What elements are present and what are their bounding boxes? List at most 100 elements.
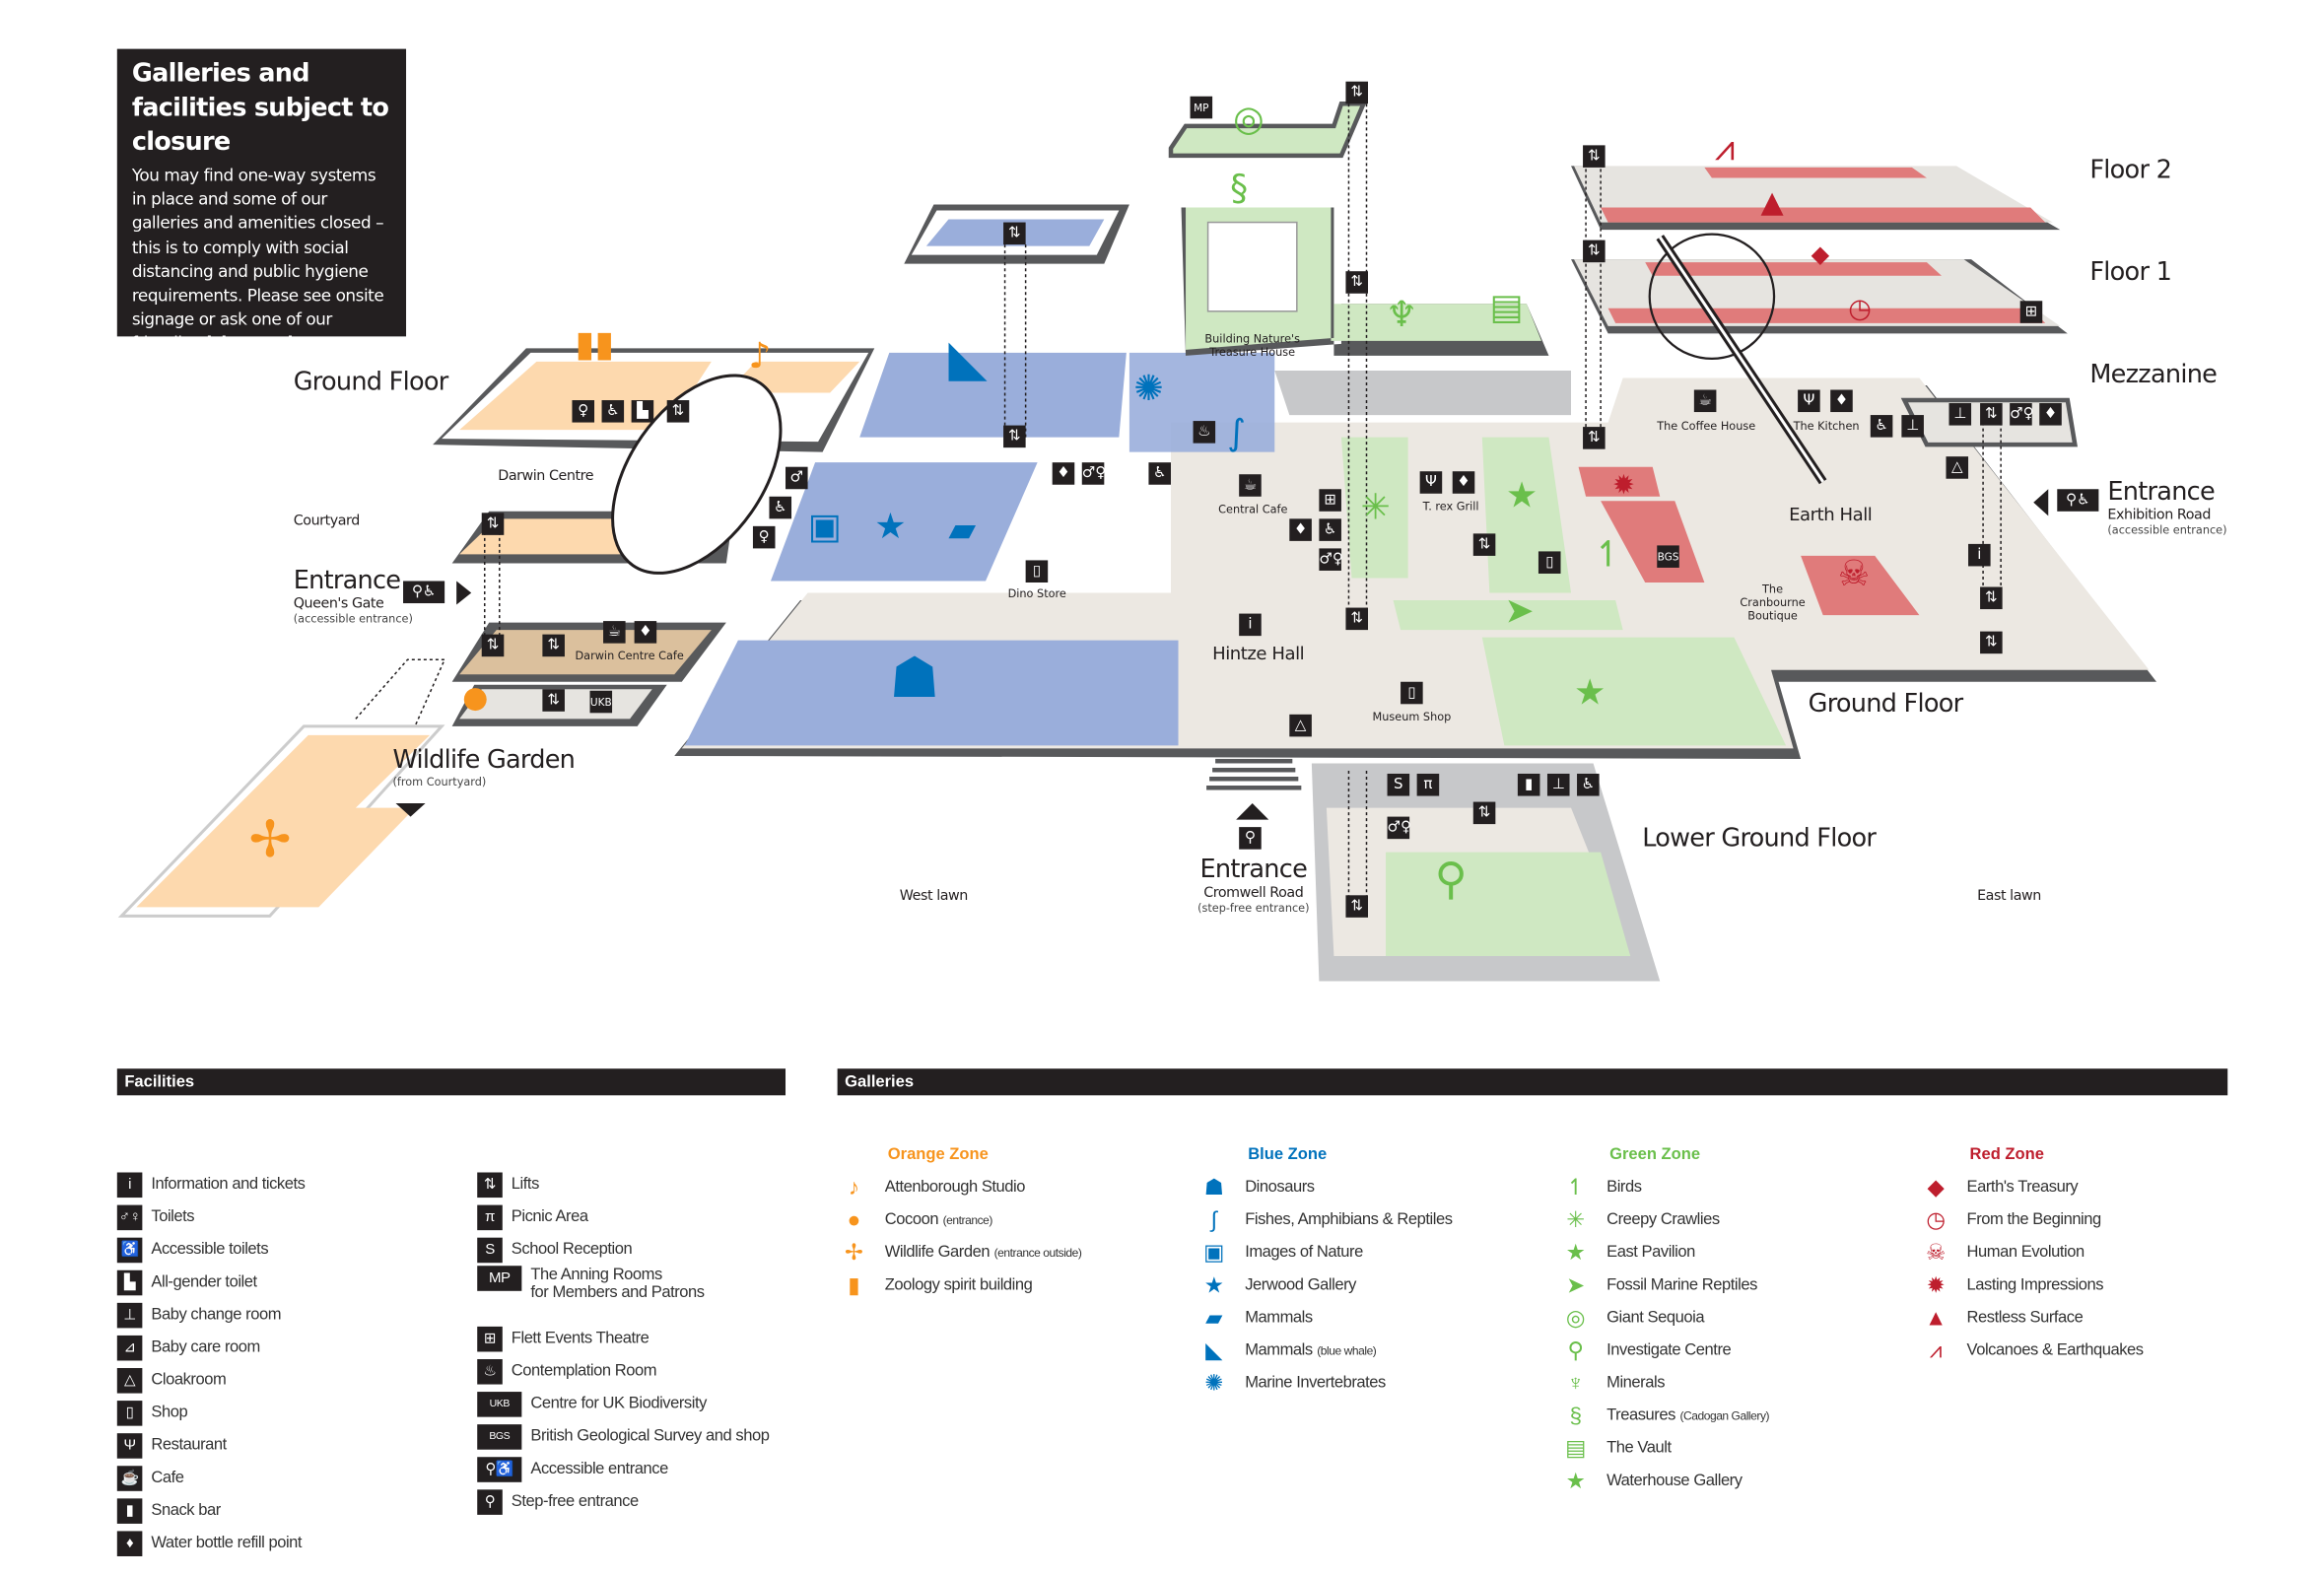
facility-label-text: Flett Events Theatre	[511, 1329, 649, 1347]
label-museum-shop[interactable]: Museum Shop	[1372, 710, 1452, 723]
wildlife-garden-floor	[136, 734, 431, 908]
information-icon[interactable]: i	[1239, 613, 1262, 637]
label-treasure-house[interactable]: Building Nature's Treasure House	[1204, 331, 1300, 359]
notice-body: You may find one-way systems in place an…	[132, 165, 391, 357]
lift-icon[interactable]: ⇅	[542, 634, 565, 657]
accessible-toilet-icon: ♿	[1577, 773, 1600, 796]
facility-legend-label: Accessible toilets	[151, 1241, 268, 1259]
clock-icon: ◷	[1848, 293, 1872, 325]
notice-title: Galleries and facilities subject to clos…	[131, 59, 389, 158]
lift-icon[interactable]: ⇅	[666, 400, 690, 423]
notice-text: You may find one-way systems in place an…	[131, 166, 384, 354]
attenborough-studio-icon: ♪	[848, 1174, 859, 1200]
lift-icon[interactable]: ⇅	[1980, 631, 2003, 654]
lift-icon[interactable]: ⇅	[1003, 222, 1026, 245]
lift-icon[interactable]: ⇅	[1472, 533, 1496, 556]
lift-icon[interactable]: ⇅	[1345, 81, 1369, 104]
label-courtyard[interactable]: Courtyard	[293, 513, 361, 529]
information-icon[interactable]: i	[1968, 543, 1991, 567]
mountain-icon: ▲	[1925, 1305, 1947, 1331]
toilet-icon: ♂	[786, 466, 808, 490]
label-ground-floor-east: Ground Floor	[1808, 689, 1964, 720]
facility-legend-label: Baby change room	[151, 1306, 281, 1324]
label-earth-hall[interactable]: Earth Hall	[1789, 504, 1873, 525]
lift-icon[interactable]: ⇅	[1583, 240, 1606, 263]
label-coffee-house[interactable]: The Coffee House	[1657, 419, 1756, 434]
lift-icon[interactable]: ⇅	[1980, 403, 2003, 426]
lift-icon[interactable]: ⇅	[1980, 586, 2003, 610]
label-central-cafe[interactable]: Central Cafe	[1218, 502, 1288, 516]
gallery-legend-item: ☠Human Evolution	[1919, 1236, 2143, 1268]
wildlife-garden-label[interactable]: Wildlife Garden (from Courtyard)	[393, 745, 576, 788]
water-refill-icon: ♦	[1830, 389, 1853, 413]
toilet-icon: ♀	[572, 400, 595, 423]
facility-legend-item: ⊥Baby change room	[116, 1298, 306, 1331]
facility-legend-label: Lifts	[512, 1176, 540, 1194]
water-refill-icon: ♦	[116, 1530, 143, 1556]
lift-icon[interactable]: ⇅	[1472, 801, 1496, 825]
exhibition-arrow-icon	[2033, 489, 2049, 516]
lift-icon[interactable]: ⇅	[1583, 427, 1606, 449]
cloakroom-icon: △	[1946, 456, 1969, 479]
magnifier-icon: ⚲	[1567, 1337, 1585, 1364]
lift-icon[interactable]: ⇅	[481, 513, 505, 535]
picnic-icon: π	[1416, 773, 1440, 796]
green-zone-creepy	[1340, 437, 1408, 579]
lift-icon[interactable]: ⇅	[1345, 607, 1369, 631]
entrance-note: (accessible entrance)	[2107, 522, 2227, 537]
label-darwin-centre[interactable]: Darwin Centre	[498, 468, 594, 485]
attenborough-studio-icon: ♪	[748, 334, 772, 377]
baby-change-icon: ⊥	[1948, 403, 1972, 426]
anning-rooms-floor	[1168, 102, 1367, 159]
lift-icon[interactable]: ⇅	[481, 634, 505, 657]
entrance-road: Cromwell Road	[1203, 884, 1304, 902]
vault-icon: ▤	[1489, 286, 1524, 328]
label-floor-1: Floor 1	[2089, 257, 2172, 288]
facility-label-text: Information and tickets	[151, 1175, 306, 1194]
lift-icon[interactable]: ⇅	[1345, 895, 1369, 918]
gallery-label: East Pavilion	[1606, 1243, 1695, 1262]
floor1-red-top	[1645, 262, 1942, 276]
ukb-icon: UKB	[589, 690, 613, 714]
floor2-red-top	[1704, 167, 1927, 178]
clock-icon: ◷	[1926, 1207, 1946, 1234]
water-refill-icon: ♦	[1452, 471, 1475, 494]
facility-legend-item: ▮Snack bar	[116, 1494, 306, 1527]
lift-icon[interactable]: ⇅	[1003, 425, 1026, 448]
lift-icon[interactable]: ⇅	[1345, 271, 1369, 294]
cafe-icon: ☕	[1693, 389, 1717, 413]
label-dino-store[interactable]: Dino Store	[1007, 586, 1066, 601]
red-zone-lasting	[1578, 466, 1661, 497]
zone-green: Green Zone↿Birds✳Creepy Crawlies★East Pa…	[1559, 1138, 1769, 1497]
label-kitchen[interactable]: The Kitchen	[1793, 419, 1860, 434]
lift-icon[interactable]: ⇅	[1583, 145, 1606, 168]
blue-zone-north	[859, 352, 1127, 438]
star-e-icon: ★	[1565, 1240, 1586, 1267]
label-cranbourne-boutique[interactable]: The Cranbourne Boutique	[1740, 582, 1806, 623]
treasure-house-stairs	[1206, 221, 1298, 312]
accessible-entrance-icon: ⚲♿	[477, 1456, 522, 1482]
water-refill-icon: ♦	[634, 621, 657, 644]
label-hintze-hall[interactable]: Hintze Hall	[1212, 643, 1305, 664]
shop-icon: ▯	[1538, 551, 1561, 574]
label-trex-grill[interactable]: T. rex Grill	[1422, 499, 1479, 514]
facility-legend-item: ▙All-gender toilet	[116, 1266, 306, 1298]
toilets-icon: ♂♀	[1319, 548, 1343, 571]
entrance-exhibition-road[interactable]: Entrance Exhibition Road (accessible ent…	[2107, 477, 2226, 536]
gallery-legend-item: ♪Attenborough Studio	[838, 1171, 1082, 1203]
baby-change-icon: ⊥	[1901, 415, 1924, 438]
ammonite-icon: ✹	[1926, 1272, 1946, 1299]
label-darwin-cafe[interactable]: Darwin Centre Cafe	[575, 649, 684, 663]
toilets-icon: ♂♀	[1081, 462, 1106, 485]
entrance-queens-gate[interactable]: Entrance Queen's Gate (accessible entran…	[294, 566, 413, 625]
lift-icon[interactable]: ⇅	[542, 689, 565, 712]
gallery-label: Images of Nature	[1245, 1243, 1363, 1262]
entrance-cromwell-road[interactable]: Entrance Cromwell Road (step-free entran…	[1197, 856, 1309, 915]
theatre-icon: ⊞	[2019, 301, 2043, 323]
fossil-reptile-icon: ➤	[1566, 1272, 1585, 1299]
ukb-icon: UKB	[477, 1391, 522, 1416]
facility-label-text: School Reception	[511, 1240, 633, 1259]
museum-floor-map[interactable]	[0, 0, 2324, 1038]
bgs-text: BGS	[1657, 551, 1679, 564]
